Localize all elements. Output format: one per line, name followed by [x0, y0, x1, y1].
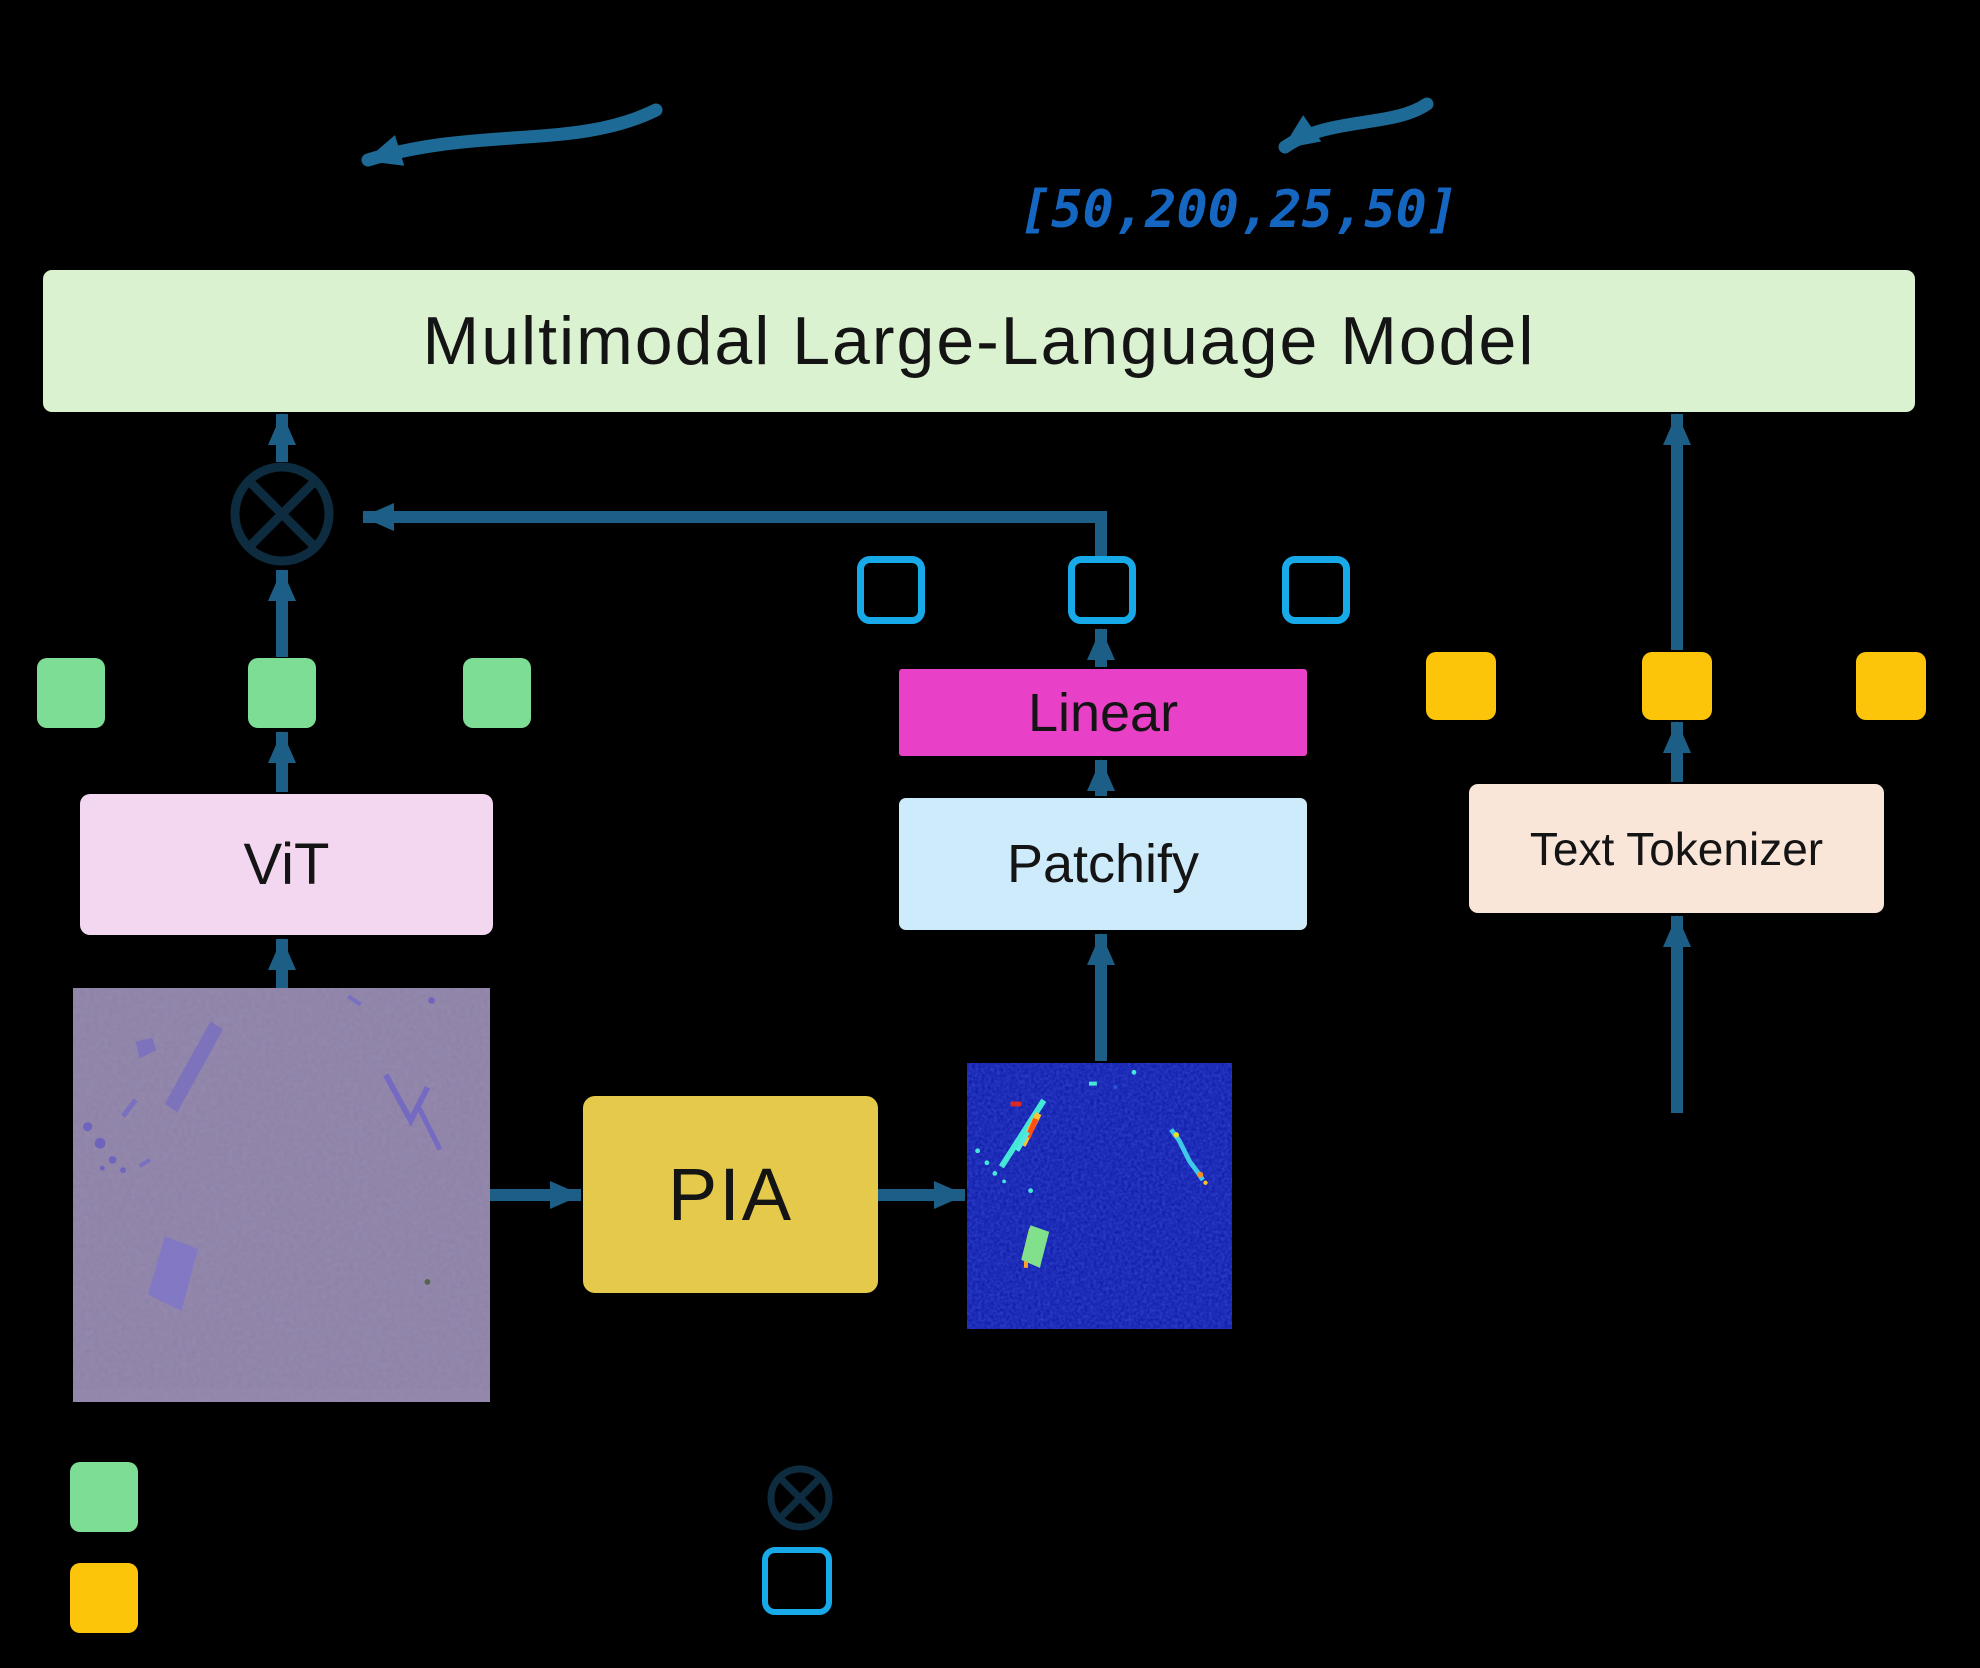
vit-label: ViT: [243, 832, 330, 897]
patchify-label: Patchify: [1006, 834, 1200, 894]
text-tokenizer-box: Text Tokenizer: [1469, 784, 1884, 913]
flake-token-slot: [857, 556, 925, 624]
image-token: [248, 658, 316, 728]
legend-multiply-icon: [767, 1465, 833, 1531]
pia-box: PIA: [583, 1096, 878, 1293]
pia-label: PIA: [667, 1153, 794, 1236]
linear-label: Linear: [1027, 682, 1179, 743]
vit-box: ViT: [80, 794, 493, 935]
image-token: [37, 658, 105, 728]
mllm-label: Multimodal Large-Language Model: [422, 303, 1536, 379]
flake-token-slot: [1282, 556, 1350, 624]
arrow-flake-token-to-multiply: [362, 503, 1107, 556]
linear-box: Linear: [899, 669, 1307, 756]
legend-image-token-swatch: [70, 1462, 138, 1532]
image-token: [463, 658, 531, 728]
text-token: [1426, 652, 1496, 720]
multiply-node-icon: [230, 462, 334, 566]
microscopy-image: [73, 988, 490, 1402]
text-token: [1856, 652, 1926, 720]
curved-arrow-left-icon: [361, 103, 663, 167]
text-token: [1642, 652, 1712, 720]
text-tokenizer-label: Text Tokenizer: [1529, 822, 1824, 875]
legend-flake-token-slot-swatch: [762, 1547, 832, 1615]
mllm-box: Multimodal Large-Language Model: [43, 270, 1915, 412]
heatmap-image: [967, 1063, 1232, 1329]
patchify-box: Patchify: [899, 798, 1307, 930]
bbox-annotation: [50,200,25,50]: [1019, 180, 1459, 240]
legend-text-token-swatch: [70, 1563, 138, 1633]
curved-arrow-right-icon: [1278, 97, 1434, 154]
flake-token-slot: [1068, 556, 1136, 624]
